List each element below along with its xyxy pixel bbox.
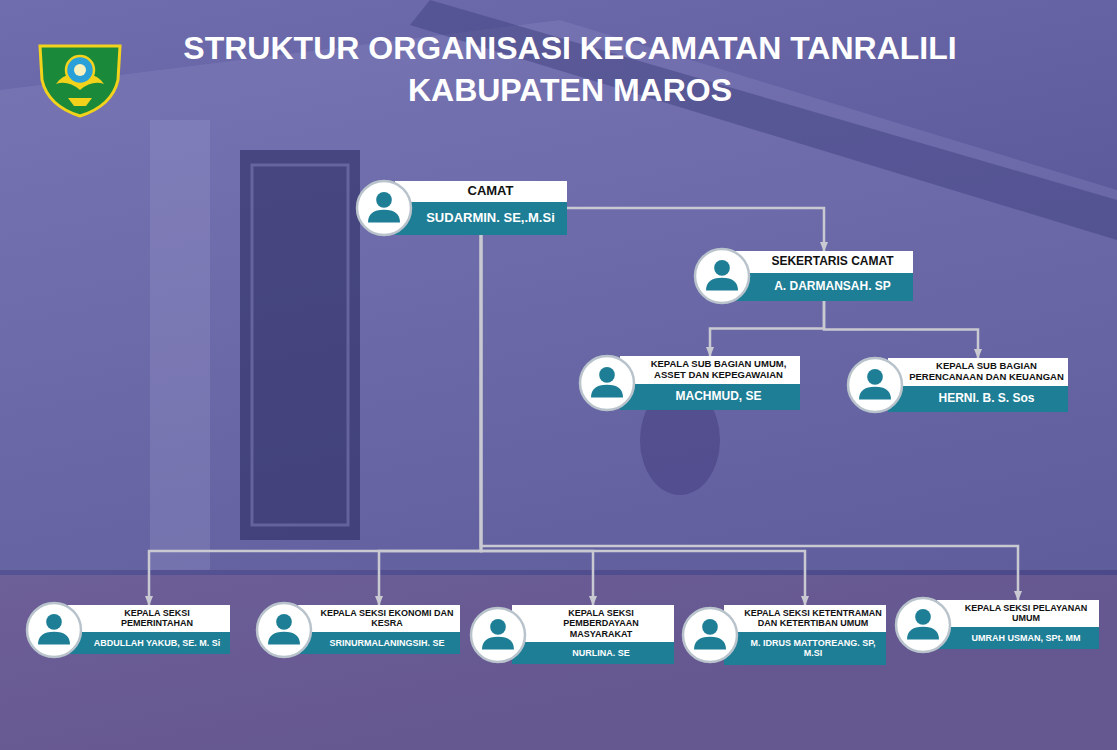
person-icon	[681, 606, 739, 664]
org-connector	[481, 235, 593, 605]
icon-head	[490, 619, 506, 635]
building-pillar	[150, 120, 210, 570]
icon-head	[702, 619, 718, 635]
role-title: KEPALA SEKSI PEMERINTAHAN	[68, 605, 230, 632]
icon-body	[907, 626, 939, 639]
role-title: KEPALA SEKSI PEMBERDAYAAN MASYARAKAT	[512, 605, 674, 642]
icon-body	[859, 387, 891, 400]
person-icon	[25, 601, 83, 659]
window-frame	[252, 165, 348, 525]
icon-body	[368, 210, 400, 223]
role-title: SEKERTARIS CAMAT	[735, 251, 913, 273]
person-name: MACHMUD, SE	[620, 384, 800, 410]
org-connector	[567, 208, 824, 251]
person-card: KEPALA SUB BAGIAN PERENCANAAN DAN KEUANG…	[846, 358, 1068, 412]
logo-base	[68, 98, 92, 106]
icon-head	[276, 614, 292, 630]
role-title: KEPALA SEKSI EKONOMI DAN KESRA	[298, 605, 460, 632]
chart-title: STRUKTUR ORGANISASI KECAMATAN TANRALILI …	[150, 28, 990, 111]
person-card: CAMATSUDARMIN. SE,.M.Si	[355, 181, 567, 235]
person-card: KEPALA SEKSI PEMERINTAHANABDULLAH YAKUB,…	[25, 605, 230, 654]
person-icon	[846, 356, 904, 414]
icon-circle	[695, 249, 749, 303]
icon-body	[38, 631, 70, 644]
person-name: NURLINA. SE	[512, 642, 674, 664]
icon-circle	[471, 608, 525, 662]
person-card: KEPALA SEKSI PEMBERDAYAAN MASYARAKATNURL…	[469, 605, 674, 664]
logo-core	[74, 64, 86, 76]
person-card: SEKERTARIS CAMATA. DARMANSAH. SP	[693, 251, 913, 301]
icon-body	[706, 278, 738, 291]
icon-head	[376, 192, 392, 208]
org-connector	[710, 301, 824, 356]
person-card: KEPALA SEKSI PELAYANAN UMUMUMRAH USMAN, …	[894, 600, 1099, 649]
role-title: KEPALA SUB BAGIAN PERENCANAAN DAN KEUANG…	[888, 358, 1068, 386]
org-connector	[379, 235, 481, 605]
icon-body	[591, 385, 623, 398]
building-wall	[0, 20, 1117, 570]
icon-circle	[848, 358, 902, 412]
icon-circle	[580, 356, 634, 410]
person-icon	[894, 596, 952, 654]
building-window	[240, 150, 360, 540]
icon-head	[714, 260, 730, 276]
person-icon	[693, 247, 751, 305]
district-logo	[40, 46, 120, 116]
logo-emblem	[66, 56, 94, 84]
icon-head	[915, 609, 931, 625]
person-card: KEPALA SUB BAGIAN UMUM, ASSET DAN KEPEGA…	[578, 356, 800, 410]
logo-shield	[40, 46, 120, 116]
person-card: KEPALA SEKSI EKONOMI DAN KESRASRINURMALA…	[255, 605, 460, 654]
person-card: KEPALA SEKSI KETENTRAMAN DAN KETERTIBAN …	[681, 605, 886, 665]
icon-body	[268, 631, 300, 644]
banner-band	[0, 575, 1117, 750]
person-icon	[255, 601, 313, 659]
role-title: KEPALA SUB BAGIAN UMUM, ASSET DAN KEPEGA…	[620, 356, 800, 384]
person-icon	[469, 606, 527, 664]
role-title: KEPALA SEKSI KETENTRAMAN DAN KETERTIBAN …	[724, 605, 886, 632]
icon-head	[867, 369, 883, 385]
role-title: KEPALA SEKSI PELAYANAN UMUM	[937, 600, 1099, 627]
icon-head	[46, 614, 62, 630]
icon-circle	[27, 603, 81, 657]
person-name: ABDULLAH YAKUB, SE. M. Si	[68, 632, 230, 654]
icon-head	[599, 367, 615, 383]
person-name: M. IDRUS MATTOREANG. SP, M.SI	[724, 632, 886, 665]
icon-body	[694, 637, 726, 650]
person-name: SUDARMIN. SE,.M.Si	[395, 202, 567, 235]
role-title: CAMAT	[395, 181, 567, 202]
person-name: UMRAH USMAN, SPt. MM	[937, 627, 1099, 649]
icon-body	[482, 636, 514, 649]
icon-circle	[357, 181, 411, 235]
icon-circle	[896, 598, 950, 652]
person-icon	[578, 354, 636, 412]
icon-circle	[257, 603, 311, 657]
org-connector	[824, 301, 978, 358]
org-connector	[481, 235, 1018, 600]
icon-circle	[683, 608, 737, 662]
person-name: SRINURMALANINGSIH. SE	[298, 632, 460, 654]
person-name: A. DARMANSAH. SP	[735, 273, 913, 301]
person-name: HERNI. B. S. Sos	[888, 386, 1068, 412]
person-icon	[355, 179, 413, 237]
org-connector	[149, 235, 481, 605]
